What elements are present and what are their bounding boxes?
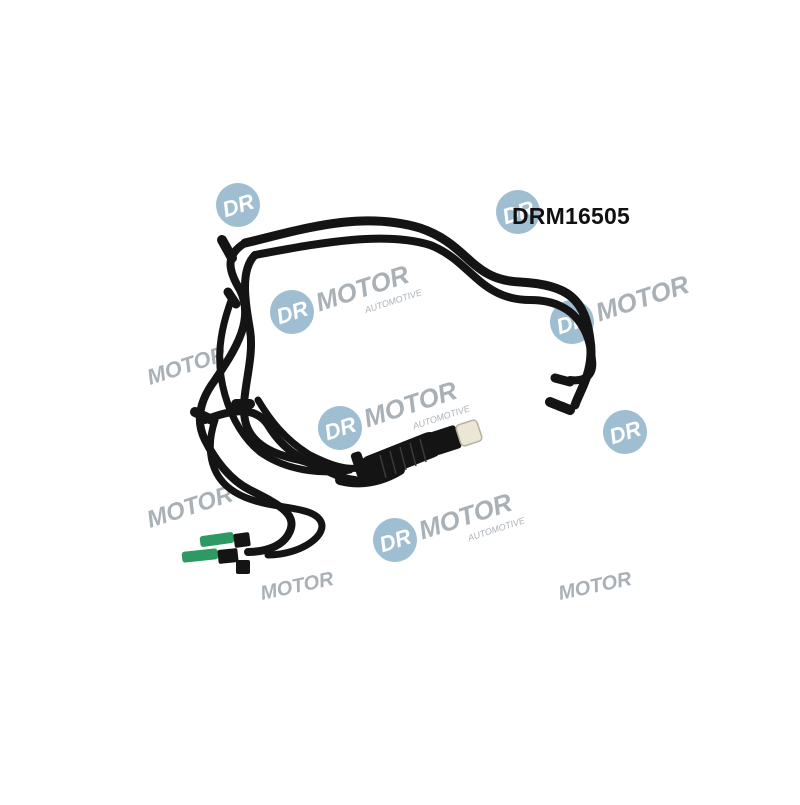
svg-text:MOTOR: MOTOR — [312, 259, 413, 317]
watermark-logo: MOTOR AUTOMOTIVE — [367, 487, 527, 568]
corrugated-sleeve — [379, 438, 427, 479]
white-fitting — [430, 419, 483, 455]
watermark-text: MOTOR — [144, 480, 238, 533]
svg-text:MOTOR: MOTOR — [592, 269, 693, 327]
part-number-label: DRM16505 — [512, 203, 630, 229]
watermark-text: MOTOR — [258, 568, 336, 605]
green-connectors — [181, 532, 251, 574]
watermark-logo — [210, 177, 266, 233]
fuel-hose-assembly — [190, 216, 597, 559]
watermark-logo: MOTOR AUTOMOTIVE — [264, 259, 424, 340]
watermark-text: MOTOR — [556, 568, 634, 605]
watermark-logo — [597, 404, 653, 460]
svg-text:MOTOR: MOTOR — [360, 375, 461, 433]
svg-text:MOTOR: MOTOR — [415, 487, 516, 545]
